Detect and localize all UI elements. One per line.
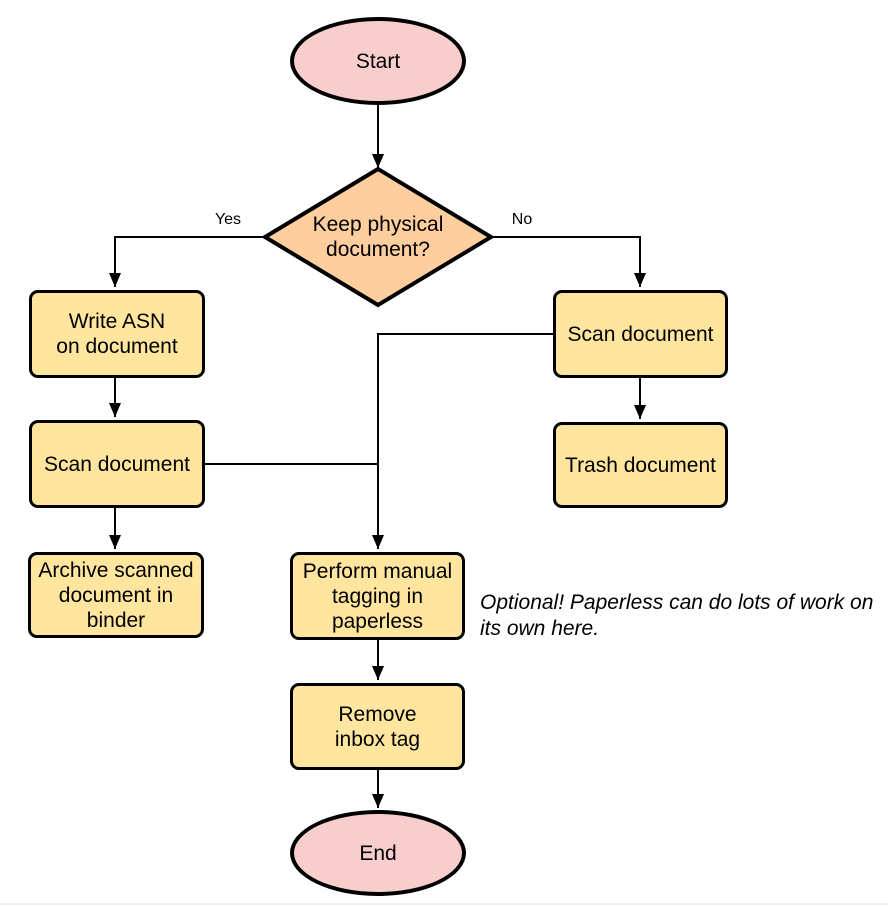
edge-label-yes: Yes (214, 211, 242, 228)
node-scan-document-left-label: Scan document (44, 452, 190, 476)
node-trash-document-label: Trash document (565, 453, 716, 477)
edge-label-no: No (511, 211, 533, 228)
node-start: Start (290, 17, 466, 105)
node-trash-document: Trash document (553, 422, 728, 508)
decision-diamond-shape (261, 166, 495, 308)
edge-scan-right-to-tagging (372, 333, 553, 549)
node-remove-inbox-tag: Remove inbox tag (290, 683, 465, 770)
node-archive-binder: Archive scanned document in binder (28, 552, 204, 638)
node-write-asn-label: Write ASN on document (56, 310, 178, 358)
node-scan-document-right: Scan document (553, 290, 728, 378)
edge-decision-yes-to-write-asn (109, 236, 265, 287)
node-scan-document-right-label: Scan document (567, 322, 714, 346)
node-end-label: End (359, 841, 397, 865)
node-manual-tagging-label: Perform manual tagging in paperless (302, 559, 453, 633)
node-manual-tagging: Perform manual tagging in paperless (290, 552, 465, 640)
node-start-label: Start (355, 49, 401, 73)
node-write-asn: Write ASN on document (29, 290, 205, 378)
bottom-edge-line (0, 903, 888, 905)
annotation-note: Optional! Paperless can do lots of work … (480, 591, 874, 640)
node-scan-document-left: Scan document (29, 420, 205, 508)
node-archive-binder-label: Archive scanned document in binder (38, 558, 194, 632)
node-end: End (290, 810, 466, 896)
node-decision-label: Keep physical document? (312, 213, 444, 261)
edge-decision-no-to-scan-right (491, 236, 646, 287)
node-remove-inbox-tag-label: Remove inbox tag (334, 702, 421, 751)
